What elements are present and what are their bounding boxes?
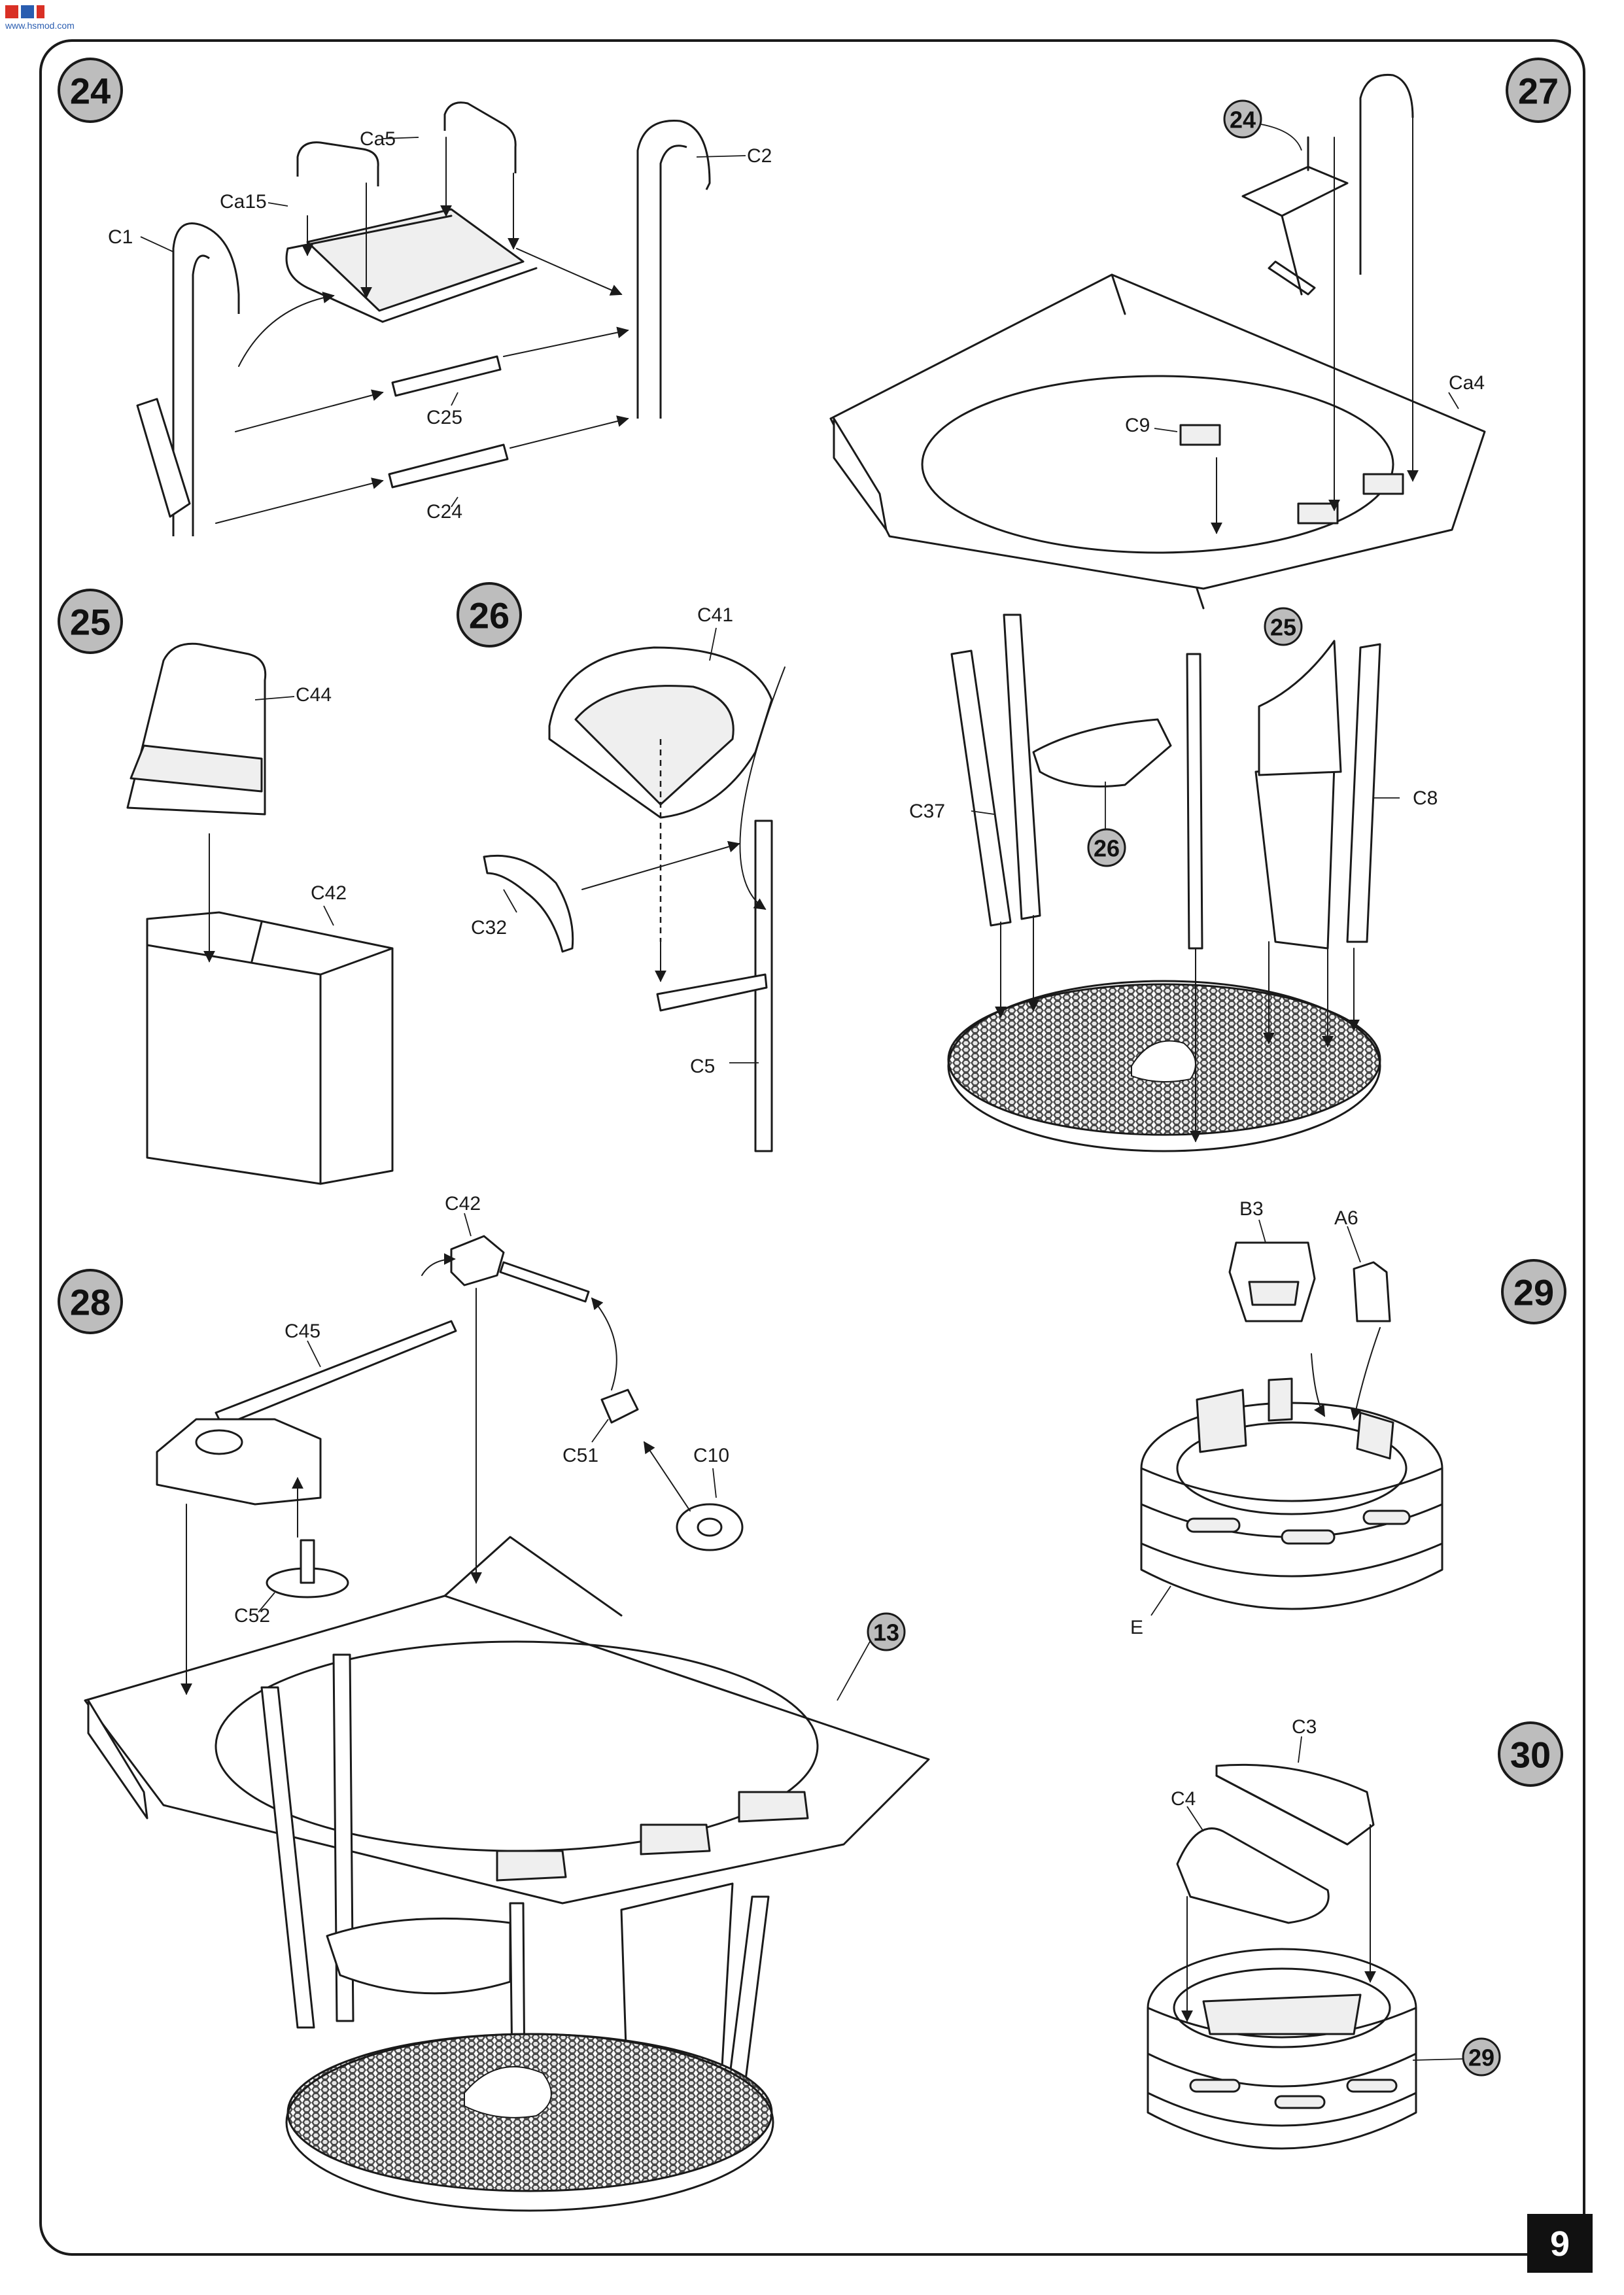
part-label-ca15: Ca15 — [220, 191, 267, 213]
seat-26 — [1032, 718, 1172, 787]
part-label-c5: C5 — [690, 1056, 715, 1077]
mount-c9 — [1179, 424, 1221, 446]
step-24-badge — [58, 58, 123, 123]
step-26-number: 26 — [469, 595, 510, 636]
part-label-c37: C37 — [909, 801, 945, 822]
step-26-badge — [457, 582, 522, 647]
part-label-c24: C24 — [426, 501, 462, 523]
mount-pad — [1297, 502, 1339, 525]
part-label-c32: C32 — [471, 917, 507, 939]
part-label-c42: C42 — [311, 882, 347, 904]
step-27: 27 24 — [829, 58, 1571, 1152]
rod-c24 — [388, 443, 509, 489]
step-25-number: 25 — [70, 602, 111, 643]
part-label-c2: C2 — [747, 145, 772, 167]
part-label-b3: B3 — [1239, 1198, 1264, 1220]
ladder-c1-foot — [136, 398, 191, 518]
cable-c45 — [215, 1320, 457, 1427]
box-c42 — [146, 911, 394, 1185]
ref-badge-13 — [867, 1612, 906, 1651]
ref-number-26: 26 — [1094, 835, 1120, 862]
step-28-number: 28 — [70, 1282, 111, 1323]
step-30: 30 29 C3 C4 — [1147, 1716, 1563, 2150]
part-label-c51: C51 — [562, 1445, 598, 1466]
handle-ca5-right — [443, 101, 517, 173]
part-label-c41: C41 — [697, 604, 733, 626]
box-25 — [1254, 764, 1336, 950]
plate-c3 — [1215, 1763, 1375, 1846]
step-29-number: 29 — [1513, 1272, 1554, 1313]
page-frame — [39, 39, 1585, 2256]
ref-number-25: 25 — [1270, 614, 1296, 641]
step-26: 26 C41 C32 C5 — [457, 582, 786, 1152]
step-24: 24 Ca5 C2 Ca15 C1 — [58, 58, 772, 536]
step-30-badge — [1498, 1721, 1563, 1787]
step-27-badge — [1506, 58, 1571, 123]
part-a6 — [1353, 1261, 1391, 1322]
part-label-c52: C52 — [234, 1605, 270, 1627]
pole — [1186, 653, 1203, 950]
part-label-c4: C4 — [1171, 1788, 1196, 1810]
part-label-c10: C10 — [693, 1445, 729, 1466]
part-label-ca5: Ca5 — [360, 128, 396, 150]
watermark-text: www.hsmod.com — [5, 20, 75, 31]
ref-number-13: 13 — [873, 1619, 899, 1646]
ladder-c1 — [172, 222, 240, 536]
rod-c25 — [391, 355, 502, 397]
page-number: 9 — [1550, 2224, 1570, 2264]
bracket-c32 — [483, 854, 574, 953]
step-27-number: 27 — [1518, 71, 1559, 112]
part-label-c8: C8 — [1413, 787, 1438, 809]
bracket-c51 — [600, 1389, 639, 1424]
step-29-badge — [1501, 1259, 1566, 1324]
part-label-c9: C9 — [1125, 415, 1150, 436]
disc-c10 — [676, 1503, 744, 1551]
plate-c4 — [1176, 1827, 1330, 1924]
part-label-a6: A6 — [1334, 1207, 1358, 1229]
hsmod-logo: www.hsmod.com — [5, 5, 75, 31]
part-label-c44: C44 — [296, 684, 332, 706]
platform-ca4 — [829, 273, 1486, 590]
junction-c42 — [450, 1235, 505, 1286]
mount-pad — [1362, 473, 1404, 495]
step-30-number: 30 — [1510, 1734, 1551, 1776]
part-label-c3: C3 — [1292, 1716, 1317, 1738]
step-28-badge — [58, 1269, 123, 1334]
leg-c8 — [1346, 643, 1381, 943]
step-28: 28 — [58, 1193, 930, 2212]
step-25: 25 C44 C42 — [58, 589, 394, 1185]
ref-badge-29 — [1462, 2037, 1501, 2077]
ref-number-29: 29 — [1468, 2045, 1494, 2071]
step-24-number: 24 — [70, 71, 111, 112]
part-label-c42: C42 — [445, 1193, 481, 1215]
ref-number-24: 24 — [1230, 107, 1256, 133]
seat-ca15 — [285, 208, 538, 323]
sub-assembly-24-thumb — [1241, 73, 1414, 296]
ref-badge-24 — [1223, 99, 1262, 139]
page-number-box — [1527, 2214, 1593, 2273]
step-29: 29 B3 A6 E — [1130, 1198, 1566, 1638]
part-label-c45: C45 — [285, 1320, 320, 1342]
box-c52 — [156, 1418, 322, 1506]
ref-badge-25 — [1264, 607, 1303, 646]
leg-c37 — [950, 649, 1012, 927]
part-label-e: E — [1130, 1617, 1143, 1638]
part-label-c25: C25 — [426, 407, 462, 428]
ref-badge-26 — [1087, 828, 1126, 867]
part-label-c1: C1 — [108, 226, 133, 248]
step-25-badge — [58, 589, 123, 654]
part-label-ca4: Ca4 — [1449, 372, 1485, 394]
handle-ca5-left — [296, 141, 379, 186]
